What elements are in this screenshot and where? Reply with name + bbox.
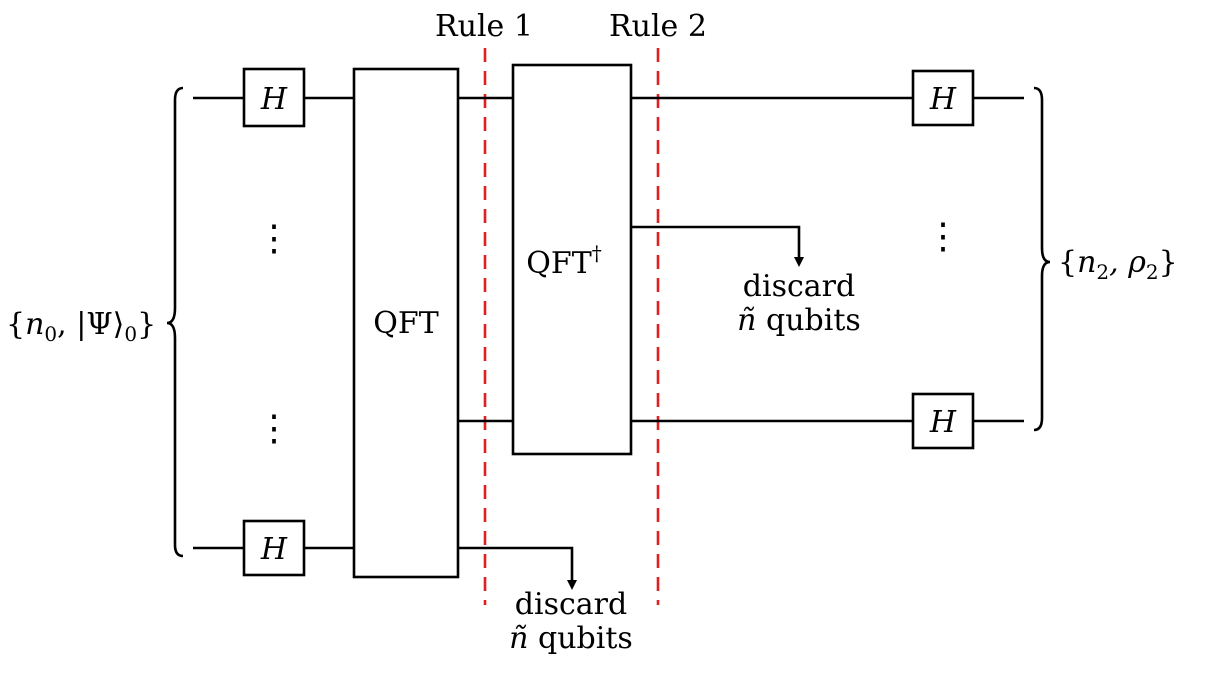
rule-1-label: Rule 1 bbox=[435, 9, 533, 44]
rule-2-label: Rule 2 bbox=[609, 9, 707, 44]
qft-gate: QFT bbox=[352, 67, 460, 579]
input-brace bbox=[166, 86, 184, 558]
h-gate-label: H bbox=[260, 82, 288, 117]
discard-label-qft: discard ñ qubits bbox=[509, 587, 633, 656]
output-state-label: {n2, ρ2} bbox=[1058, 245, 1178, 284]
svg-text:ñ qubits: ñ qubits bbox=[509, 621, 633, 656]
h-gate-output-top: H bbox=[911, 69, 975, 127]
vdots-input-upper: ⋮ bbox=[256, 218, 292, 259]
dagger-symbol: † bbox=[592, 241, 602, 265]
h-gate-input-top: H bbox=[242, 67, 306, 128]
h-gate-output-bottom: H bbox=[911, 392, 975, 450]
discard-arrow-qft bbox=[458, 546, 577, 590]
svg-text:discard: discard bbox=[743, 269, 855, 304]
discard-arrow-qftdag bbox=[631, 225, 804, 267]
vdots-input-lower: ⋮ bbox=[256, 408, 292, 449]
qft-label: QFT bbox=[373, 306, 438, 341]
svg-text:ñ qubits: ñ qubits bbox=[737, 303, 861, 338]
h-gate-input-bottom: H bbox=[242, 519, 306, 577]
qft-dagger-gate: QFT† bbox=[511, 63, 633, 456]
h-gate-label: H bbox=[260, 532, 288, 567]
svg-text:discard: discard bbox=[515, 587, 627, 622]
h-gate-label: H bbox=[929, 82, 957, 117]
qft-dagger-label: QFT† bbox=[526, 241, 601, 281]
input-state-label: {n0, |Ψ⟩0} bbox=[6, 307, 156, 346]
h-gate-label: H bbox=[929, 405, 957, 440]
vdots-output: ⋮ bbox=[925, 216, 961, 257]
discard-label-qftdag: discard ñ qubits bbox=[737, 269, 861, 338]
output-brace bbox=[1033, 86, 1051, 432]
